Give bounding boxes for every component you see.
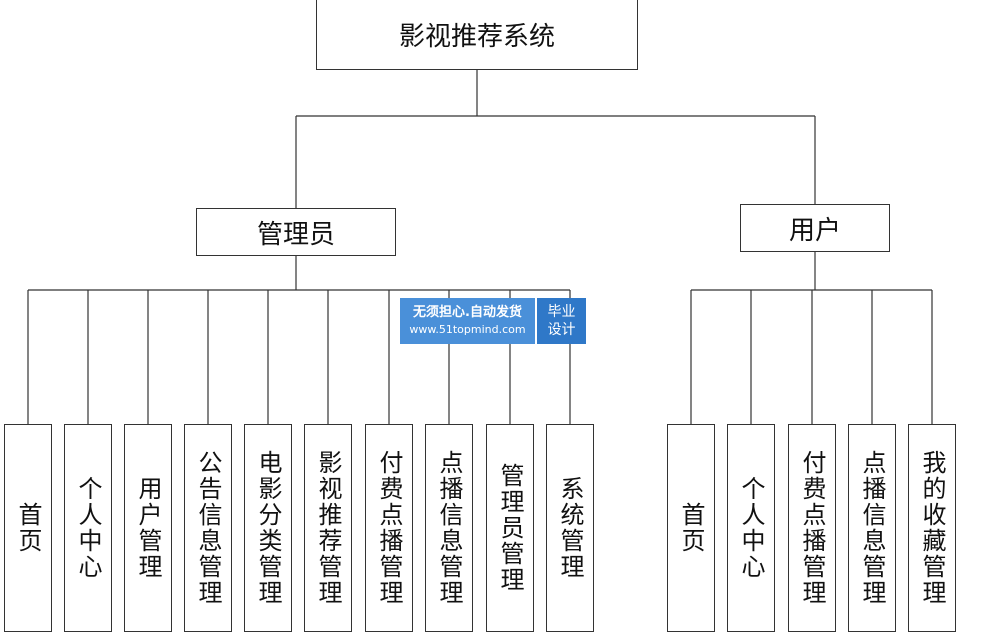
admin-leaf-label: 系统管理 [556, 476, 584, 580]
branch-node-user: 用户 [740, 204, 890, 252]
admin-leaf-6: 影视推荐管理 [304, 424, 352, 632]
admin-leaf-5: 电影分类管理 [244, 424, 292, 632]
watermark-url: www.51topmind.com [409, 323, 526, 336]
user-leaf-3: 付费点播管理 [788, 424, 836, 632]
admin-leaf-label: 影视推荐管理 [314, 450, 342, 606]
admin-leaf-9: 管理员管理 [486, 424, 534, 632]
admin-leaf-label: 管理员管理 [496, 463, 524, 593]
user-leaf-5: 我的收藏管理 [908, 424, 956, 632]
user-leaf-label: 首页 [677, 502, 705, 554]
user-leaf-4: 点播信息管理 [848, 424, 896, 632]
branch-node-admin: 管理员 [196, 208, 396, 256]
root-node: 影视推荐系统 [316, 0, 638, 70]
branch-node-user-label: 用户 [788, 215, 841, 246]
user-leaf-label: 付费点播管理 [798, 450, 826, 606]
admin-leaf-label: 首页 [14, 502, 42, 554]
branch-node-admin-label: 管理员 [256, 219, 335, 250]
admin-leaf-3: 用户管理 [124, 424, 172, 632]
watermark-main: 无须担心.自动发货 www.51topmind.com [400, 298, 535, 344]
admin-leaf-4: 公告信息管理 [184, 424, 232, 632]
admin-leaf-label: 点播信息管理 [435, 450, 463, 606]
admin-leaf-label: 公告信息管理 [194, 450, 222, 606]
user-leaf-label: 点播信息管理 [858, 450, 886, 606]
admin-leaf-7: 付费点播管理 [365, 424, 413, 632]
user-leaf-label: 我的收藏管理 [918, 450, 946, 606]
watermark-side: 毕业 设计 [535, 298, 586, 344]
admin-leaf-8: 点播信息管理 [425, 424, 473, 632]
admin-leaf-label: 电影分类管理 [254, 450, 282, 606]
admin-leaf-2: 个人中心 [64, 424, 112, 632]
admin-leaf-label: 付费点播管理 [375, 450, 403, 606]
root-node-label: 影视推荐系统 [398, 21, 555, 52]
user-leaf-label: 个人中心 [737, 476, 765, 580]
admin-leaf-label: 个人中心 [74, 476, 102, 580]
admin-leaf-1: 首页 [4, 424, 52, 632]
watermark-slogan: 无须担心.自动发货 [413, 305, 522, 320]
user-leaf-1: 首页 [667, 424, 715, 632]
watermark-side-line2: 设计 [547, 322, 576, 338]
user-leaf-2: 个人中心 [727, 424, 775, 632]
watermark-badge: 无须担心.自动发货 www.51topmind.com 毕业 设计 [400, 298, 586, 344]
watermark-side-line1: 毕业 [547, 304, 576, 320]
admin-leaf-label: 用户管理 [134, 476, 162, 580]
admin-leaf-10: 系统管理 [546, 424, 594, 632]
